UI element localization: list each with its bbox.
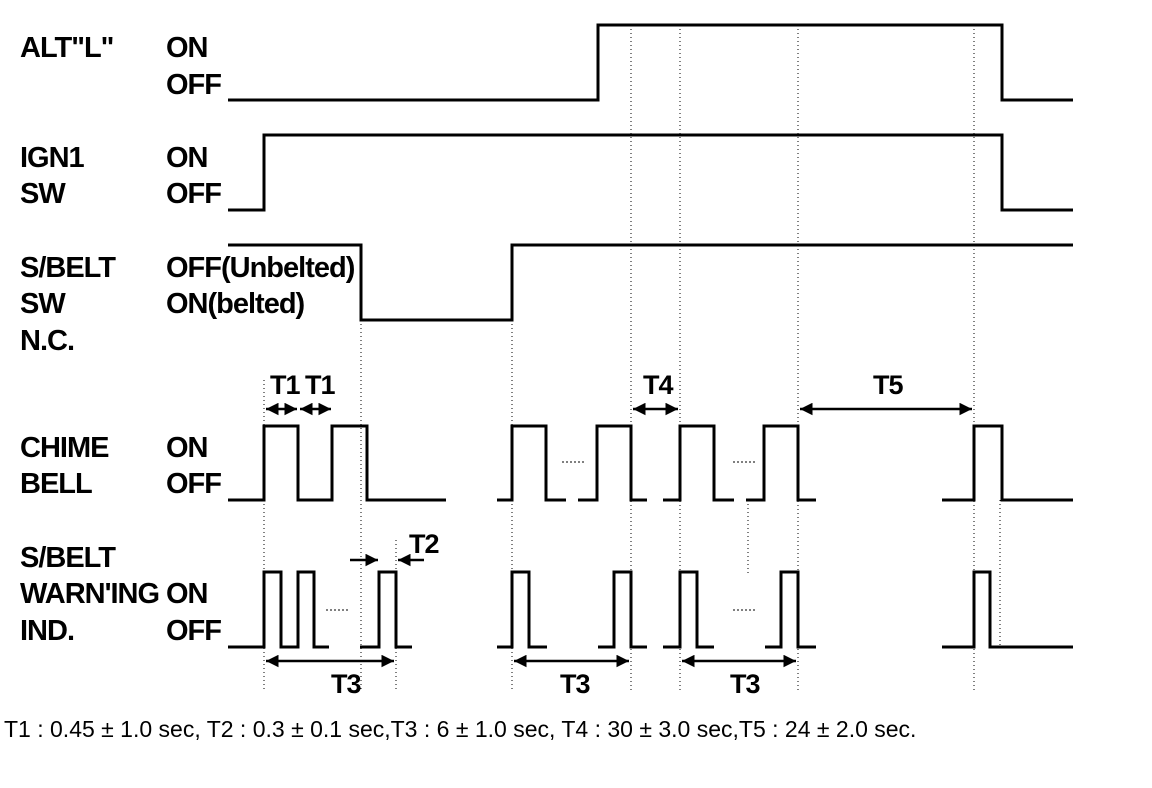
- warn-waveform: [228, 570, 1073, 649]
- sbelt-name-label-1: S/BELT: [20, 252, 116, 284]
- t3-label-b: T3: [560, 669, 590, 699]
- sbelt-name-label-2: SW: [20, 288, 66, 320]
- warn-name-label-1: S/BELT: [20, 542, 116, 574]
- t3-label-a: T3: [331, 669, 361, 699]
- ign-off-label: OFF: [166, 178, 221, 210]
- chime-off-label: OFF: [166, 468, 221, 500]
- t3-label-c: T3: [730, 669, 760, 699]
- t2-label: T2: [409, 529, 439, 559]
- t1-label-a: T1: [270, 370, 300, 400]
- chime-on-label: ON: [166, 432, 208, 464]
- chime-name-label-1: CHIME: [20, 432, 109, 464]
- warn-name-label-3: IND.: [20, 615, 74, 647]
- warn-on-label: ON: [166, 578, 208, 610]
- ign-on-label: ON: [166, 142, 208, 174]
- timing-footnote: T1 : 0.45 ± 1.0 sec, T2 : 0.3 ± 0.1 sec,…: [4, 716, 917, 742]
- sbelt-waveform: [228, 243, 1073, 322]
- alt-waveform: [228, 23, 1073, 102]
- alt-on-label: ON: [166, 32, 208, 64]
- t1-label-b: T1: [305, 370, 335, 400]
- sbelt-name-label-3: N.C.: [20, 325, 74, 357]
- sbelt-low-label: ON(belted): [166, 288, 305, 320]
- alt-off-label: OFF: [166, 69, 221, 101]
- timing-arrows: [266, 402, 972, 668]
- warn-off-label: OFF: [166, 615, 221, 647]
- chime-waveform: [228, 424, 1073, 502]
- ign-waveform: [228, 133, 1073, 212]
- chime-name-label-2: BELL: [20, 468, 92, 500]
- warn-name-label-2: WARN'ING: [20, 578, 159, 610]
- alt-name-label: ALT"L": [20, 32, 113, 64]
- ign-name-label-1: IGN1: [20, 142, 85, 174]
- ign-name-label-2: SW: [20, 178, 66, 210]
- t5-label: T5: [873, 370, 903, 400]
- sbelt-high-label: OFF(Unbelted): [166, 252, 355, 284]
- t4-label: T4: [643, 370, 673, 400]
